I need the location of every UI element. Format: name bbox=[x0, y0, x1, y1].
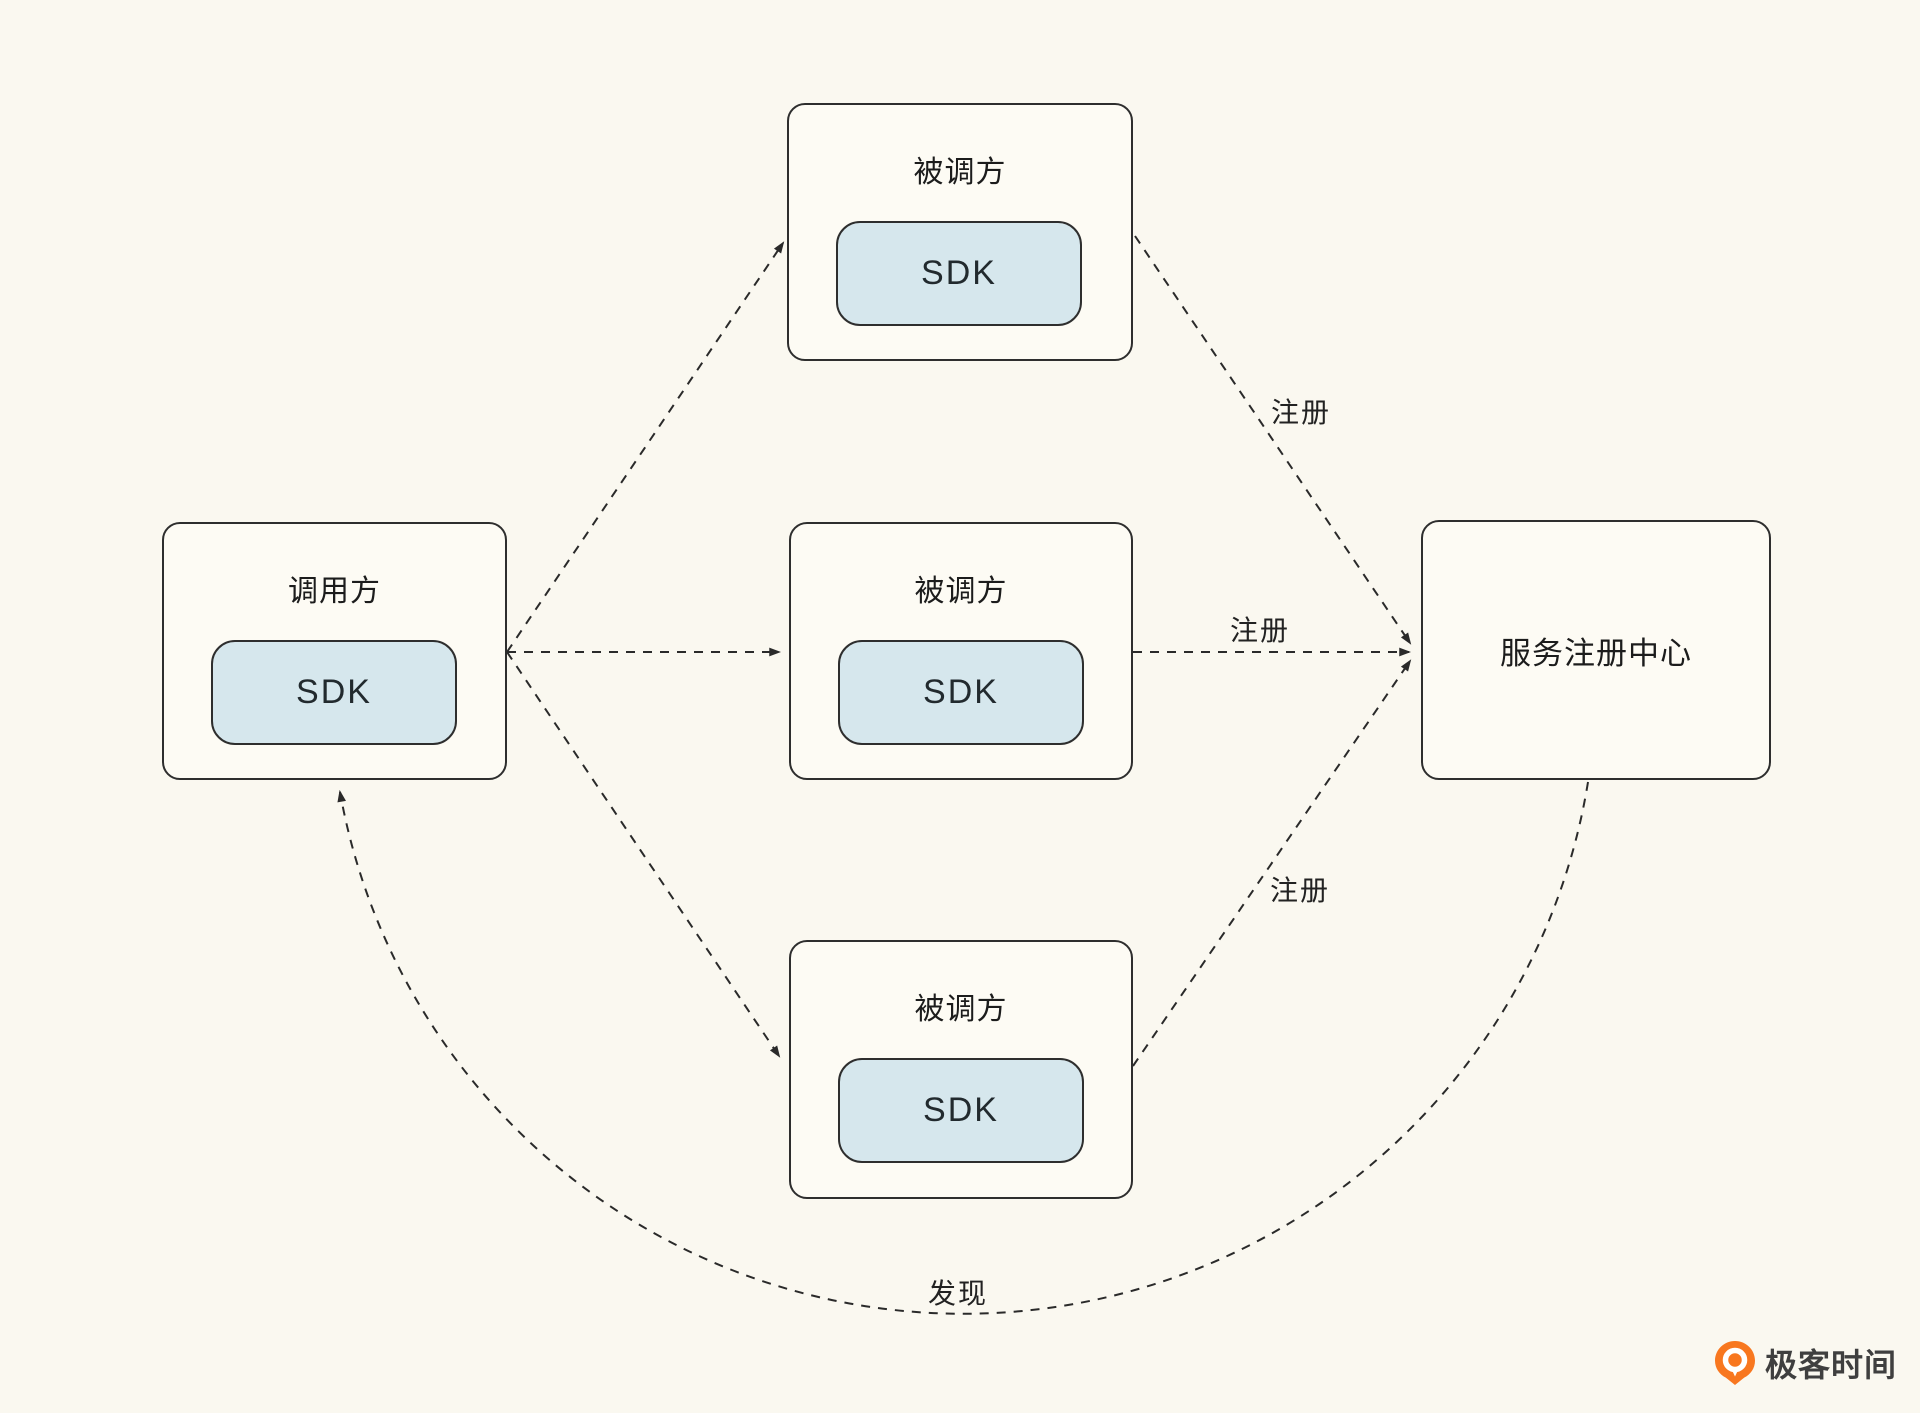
brand-logo: 极客时间 bbox=[1714, 1340, 1897, 1386]
node-callee-top: 被调方 SDK bbox=[787, 103, 1133, 361]
node-callee-top-sdk-label: SDK bbox=[921, 254, 997, 292]
node-callee-mid-sdk: SDK bbox=[838, 640, 1084, 745]
node-callee-bottom-sdk-label: SDK bbox=[923, 1091, 999, 1129]
node-callee-mid: 被调方 SDK bbox=[789, 522, 1133, 780]
edge-caller-to-callee-bottom bbox=[506, 651, 781, 1058]
node-registry: 服务注册中心 bbox=[1421, 520, 1771, 780]
node-callee-bottom: 被调方 SDK bbox=[789, 940, 1133, 1199]
label-register-bottom: 注册 bbox=[1269, 875, 1331, 906]
node-callee-top-sdk: SDK bbox=[836, 221, 1082, 326]
node-registry-title: 服务注册中心 bbox=[1500, 635, 1692, 671]
node-callee-mid-title: 被调方 bbox=[914, 575, 1008, 608]
label-register-top: 注册 bbox=[1270, 397, 1332, 428]
label-discover: 发现 bbox=[927, 1278, 989, 1309]
edge-registry-to-caller-discover bbox=[337, 781, 1589, 1315]
node-caller: 调用方 SDK bbox=[162, 522, 507, 780]
geektime-icon bbox=[1715, 1341, 1755, 1385]
edge-callee-top-to-registry bbox=[1134, 235, 1412, 645]
edge-caller-to-callee-top bbox=[506, 241, 785, 653]
label-register-mid: 注册 bbox=[1229, 615, 1291, 646]
node-callee-mid-sdk-label: SDK bbox=[923, 673, 999, 711]
node-caller-sdk: SDK bbox=[211, 640, 457, 745]
node-caller-title: 调用方 bbox=[288, 575, 381, 608]
node-callee-bottom-sdk: SDK bbox=[838, 1058, 1084, 1163]
node-callee-top-title: 被调方 bbox=[913, 156, 1007, 189]
edge-callee-bottom-to-registry bbox=[1132, 659, 1412, 1067]
node-caller-sdk-label: SDK bbox=[296, 673, 372, 711]
brand-name: 极客时间 bbox=[1765, 1347, 1898, 1383]
node-callee-bottom-title: 被调方 bbox=[914, 993, 1008, 1026]
